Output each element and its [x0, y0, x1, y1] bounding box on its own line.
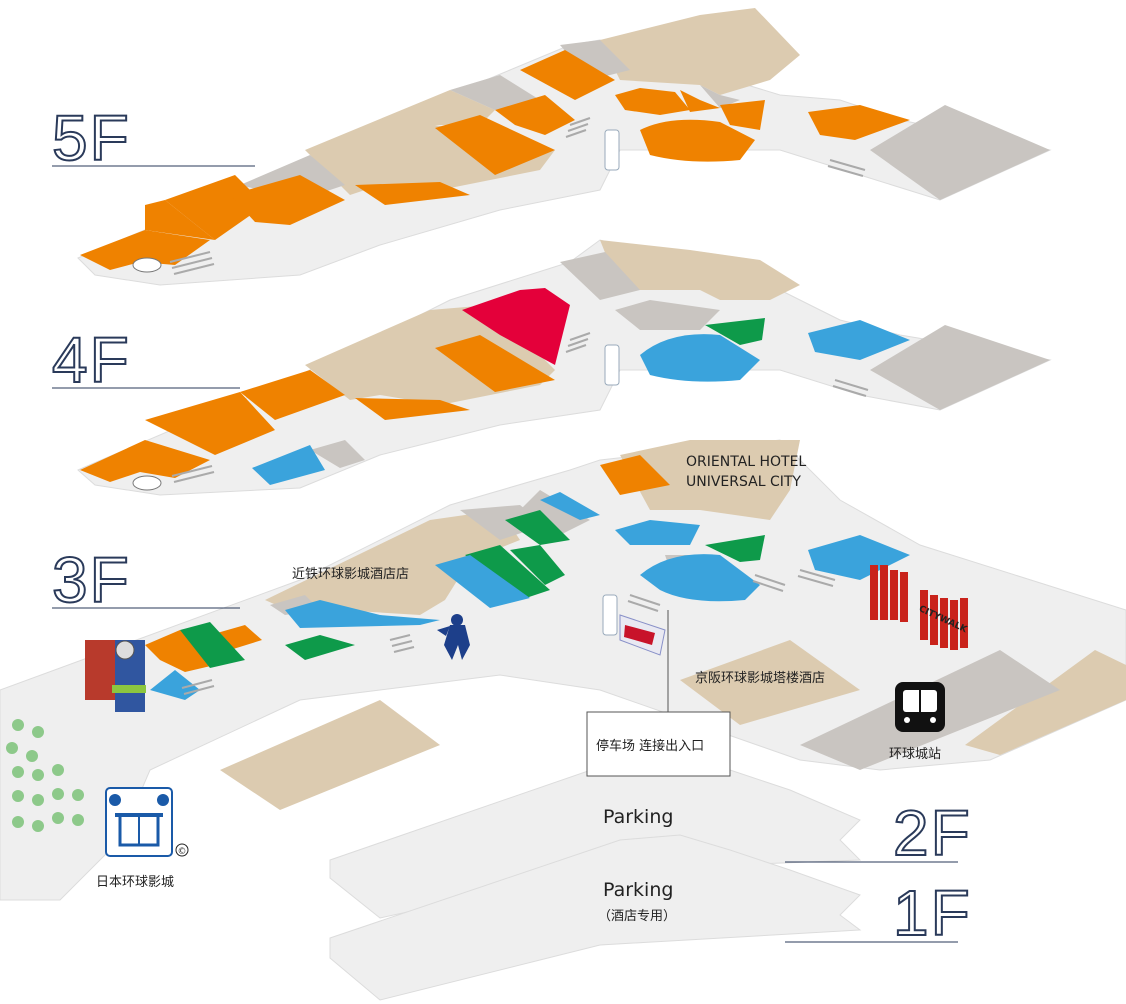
oriental-hotel-label-line1: ORIENTAL HOTEL [686, 454, 806, 470]
store-orange-5f-5 [355, 182, 470, 205]
parking-1f-sublabel: （酒店专用） [598, 909, 676, 924]
floor-1f-slab [329, 834, 862, 1001]
store-blue-4f-b [808, 320, 910, 360]
store-beige-keihan [680, 640, 860, 725]
floor-label-2f: 2F [893, 797, 972, 869]
escalator-icon [181, 569, 836, 695]
store-orange-4f-3 [240, 370, 345, 420]
store-orange-4f-4 [355, 398, 470, 420]
store-blue-4f-c [252, 445, 325, 485]
store-blue-3f-b [285, 600, 440, 628]
elevator-icon [604, 344, 620, 386]
store-orange-4f-2 [145, 392, 275, 455]
store-orange-5f-2 [145, 200, 215, 240]
escalator-icon [171, 332, 869, 483]
floor-label-5f: 5F [52, 102, 131, 174]
store-blue-3f-e [615, 520, 700, 545]
citywalk-sign-icon: CITYWALK [870, 565, 969, 650]
store-orange-5f-12 [640, 119, 755, 162]
store-beige-3f-mid [265, 510, 520, 620]
hard-rock-sign-icon [85, 640, 146, 712]
parking-link-billboard [619, 614, 666, 656]
store-orange-5f-3 [165, 175, 265, 240]
store-gray-5f-a [450, 75, 540, 110]
store-green-3f-c [465, 545, 550, 600]
store-green-3f-e [505, 510, 570, 545]
store-gray-5f-b [560, 40, 630, 80]
copyright-mark: © [178, 847, 187, 857]
store-red-4f [462, 288, 570, 365]
elevator-icon [604, 129, 620, 171]
store-gray-3f-b [520, 490, 590, 535]
store-orange-5f-6 [435, 115, 555, 175]
store-beige-oriental [620, 440, 800, 520]
elevator-icon [602, 594, 618, 636]
store-blue-3f-d [540, 492, 600, 520]
store-green-3f-f [705, 535, 765, 562]
kintetsu-hotel-label: 近铁环球影城酒店店 [292, 567, 409, 582]
spiderman-icon [437, 614, 470, 660]
usj-logo-icon: © [105, 787, 189, 857]
parking-link-box [586, 711, 731, 777]
store-orange-5f-4 [230, 175, 345, 225]
usj-label: 日本环球影城 [96, 875, 174, 890]
store-gray-4f-d [310, 440, 365, 468]
store-beige-top-5f [600, 8, 800, 95]
store-orange-4f-5 [435, 335, 555, 392]
escalator-icon [169, 117, 866, 275]
store-blue-4f-a [640, 334, 760, 382]
store-beige-3f-right [965, 650, 1126, 755]
store-gray-4f-a [560, 252, 640, 300]
parking-floors [329, 754, 958, 1001]
store-blue-3f-g [808, 535, 910, 580]
store-green-4f [705, 318, 765, 345]
store-green-3f-d [510, 545, 565, 585]
store-orange-5f-7 [495, 95, 575, 135]
usj-tree-grid [6, 719, 84, 832]
floor-label-4f: 4F [52, 324, 131, 396]
store-orange-oriental [600, 455, 670, 495]
store-beige-top-4f [600, 240, 800, 300]
store-gray-4f-b [615, 300, 720, 330]
oriental-hotel-label-line2: UNIVERSAL CITY [686, 474, 801, 490]
store-gray-5f-c [700, 85, 740, 108]
parking-1f-label: Parking [603, 879, 673, 901]
store-green-3f-a [180, 622, 245, 668]
floor-4f [52, 239, 1052, 496]
floor-4f-slab [77, 239, 1052, 496]
store-orange-5f-13 [808, 105, 910, 140]
floor-5f [52, 8, 1052, 286]
store-orange-5f-10 [680, 90, 720, 112]
store-orange-3f-a [145, 630, 215, 672]
store-orange-5f-11 [720, 100, 765, 130]
floor-label-1f: 1F [893, 877, 972, 949]
station-label: 环球城站 [889, 747, 941, 762]
store-green-3f-b [285, 635, 355, 660]
parking-link-label: 停车场 连接出入口 [596, 738, 704, 754]
floor-label-3f: 3F [52, 544, 131, 616]
elevator-4f [132, 475, 162, 491]
store-orange-5f-9 [615, 88, 690, 115]
store-beige-3f-low [220, 700, 440, 810]
store-blue-3f-c [435, 555, 530, 608]
store-gray-5f-e [870, 105, 1050, 200]
store-gray-4f-c [870, 325, 1050, 410]
store-orange-5f-8 [520, 50, 615, 100]
elevator-5f [132, 257, 162, 273]
store-blue-3f-f [640, 554, 760, 602]
train-icon [895, 682, 945, 732]
parking-2f-label: Parking [603, 806, 673, 828]
keihan-tower-label: 京阪环球影城塔楼酒店 [695, 671, 825, 686]
store-orange-4f-1 [80, 440, 210, 482]
